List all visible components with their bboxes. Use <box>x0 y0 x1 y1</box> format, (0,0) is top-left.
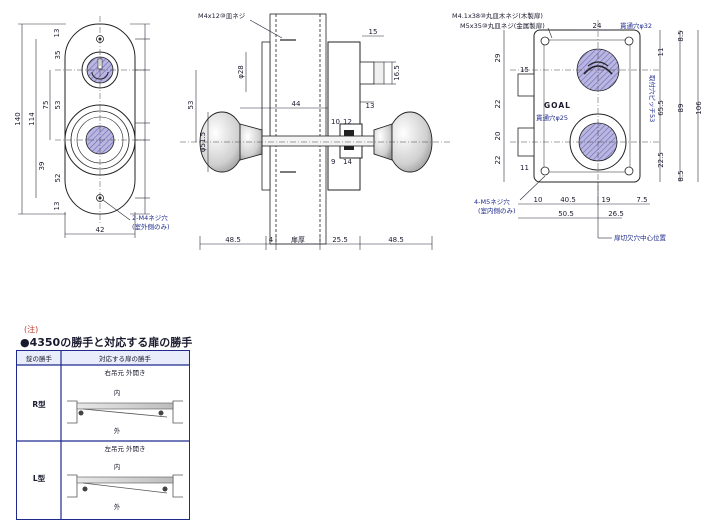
table-row-r-inside: 内 <box>114 388 121 397</box>
front-view: 140 114 75 13 35 53 39 52 13 42 2-M4ネジ穴 … <box>14 16 170 238</box>
back-center-note: 扉切欠穴中心位置 <box>614 233 667 242</box>
front-dim-35: 35 <box>54 51 62 60</box>
front-screw-note: 2-M4ネジ穴 <box>132 213 168 222</box>
front-dim-13-bottom: 13 <box>53 202 61 211</box>
back-through-hole-top: 貫通穴φ32 <box>620 21 652 30</box>
section-title: ●4350の勝手と対応する扉の勝手 <box>20 336 193 349</box>
back-left-22-bottom: 22 <box>494 156 502 165</box>
side-dim-phi28: φ28 <box>237 65 245 79</box>
side-dim-53: 53 <box>187 101 195 110</box>
back-right-11: 11 <box>657 48 665 57</box>
side-dim-12: 12 <box>343 118 352 126</box>
back-bottom-19: 19 <box>602 196 611 204</box>
back-right-89: 89 <box>677 104 685 113</box>
back-left-15: 15 <box>520 66 529 74</box>
back-right-22-5: 22.5 <box>657 152 665 168</box>
back-right-106: 106 <box>695 101 703 115</box>
back-left-22-top: 22 <box>494 100 502 109</box>
side-dim-10: 10 <box>331 118 340 126</box>
table-row-l-door <box>76 476 174 484</box>
back-screw-wood: M4.1x38⑩丸皿木ネジ(木製扉) <box>452 11 543 20</box>
side-bottom-25-5: 25.5 <box>332 236 348 244</box>
back-screw-tl <box>540 36 550 46</box>
table-row-r-desc: 右吊元 外開き <box>104 368 145 377</box>
side-dim-14: 14 <box>343 158 352 166</box>
front-dim-39: 39 <box>38 162 46 171</box>
back-right-8-5-top: 8.5 <box>677 30 685 41</box>
back-through-hole-bottom: 貫通穴φ25 <box>536 113 568 122</box>
lock-case <box>327 41 361 191</box>
table-header-lock: 錠の勝手 <box>26 354 53 363</box>
side-bottom-48-5-right: 48.5 <box>388 236 404 244</box>
side-dim-16-5: 16.5 <box>393 65 401 81</box>
back-right-65-5: 65.5 <box>657 100 665 116</box>
back-bottom-40-5: 40.5 <box>560 196 576 204</box>
side-dim-13: 13 <box>366 102 375 110</box>
back-bottom-10: 10 <box>534 196 543 204</box>
handing-table-grid: 錠の勝手 対応する扉の勝手 R型 右吊元 外開き 内 外 L型 左吊元 外開き … <box>17 351 189 519</box>
back-left-29: 29 <box>494 54 502 63</box>
table-row-l-type: L型 <box>33 473 46 483</box>
side-dim-44: 44 <box>292 100 301 108</box>
back-bottom-26-5: 26.5 <box>608 210 624 218</box>
front-dim-114: 114 <box>28 112 36 126</box>
side-bottom-48-5-left: 48.5 <box>225 236 241 244</box>
back-deadbolt <box>517 73 535 97</box>
table-row-l-desc: 左吊元 外開き <box>104 444 145 453</box>
table-row-l-outside: 外 <box>114 502 121 511</box>
note-mark: (注) <box>24 325 39 334</box>
back-screw-br <box>624 166 634 176</box>
table-row-l-inside: 内 <box>114 462 121 471</box>
front-screw-note-sub: (室外側のみ) <box>132 222 170 231</box>
front-dim-53: 53 <box>54 101 62 110</box>
front-dim-140: 140 <box>14 112 22 125</box>
back-screw-bl <box>540 166 550 176</box>
table-row-r-door <box>76 402 174 410</box>
back-right-8-5-bottom: 8.5 <box>677 170 685 181</box>
table-row-r-outside: 外 <box>114 426 121 435</box>
front-dim-42: 42 <box>96 226 105 234</box>
back-left-11: 11 <box>520 164 529 172</box>
side-bottom-door-thickness: 扉厚 <box>291 235 305 244</box>
deadbolt <box>359 61 375 85</box>
back-view: GOAL M4.1x38⑩丸皿木ネジ(木製扉) M5x35⑩丸皿ネジ(金属製扉)… <box>452 11 703 242</box>
back-screw-tr <box>624 36 634 46</box>
side-view: M4x12⑩皿ネジ 15 16.5 13 44 53 10 12 9 14 φ2… <box>180 12 450 250</box>
back-screw-metal: M5x35⑩丸皿ネジ(金属製扉) <box>460 21 545 30</box>
back-hole-note-sub: (室内側のみ) <box>478 206 516 215</box>
back-bottom-50-5: 50.5 <box>558 210 574 218</box>
handing-table: 錠の勝手 対応する扉の勝手 R型 右吊元 外開き 内 外 L型 左吊元 外開き … <box>16 350 190 520</box>
side-dim-15: 15 <box>369 28 378 36</box>
front-dim-13-top: 13 <box>53 29 61 38</box>
table-row-r-type: R型 <box>32 399 46 409</box>
back-left-20: 20 <box>494 132 502 141</box>
back-dim-24: 24 <box>593 22 602 30</box>
back-bottom-7-5: 7.5 <box>636 196 647 204</box>
back-pitch-label: 取付穴ピッチ53 <box>648 75 657 122</box>
side-bottom-4: 4 <box>269 236 274 244</box>
side-dim-9: 9 <box>331 158 335 166</box>
front-dim-75: 75 <box>42 101 50 110</box>
door-section <box>269 13 327 245</box>
back-brand: GOAL <box>544 101 571 110</box>
table-header-door: 対応する扉の勝手 <box>99 354 152 363</box>
front-dim-52: 52 <box>54 174 62 183</box>
side-dim-phi51-5: φ51.5 <box>199 132 207 152</box>
side-screw-label: M4x12⑩皿ネジ <box>198 12 246 20</box>
back-hole-note: 4-M5ネジ穴 <box>474 197 510 206</box>
